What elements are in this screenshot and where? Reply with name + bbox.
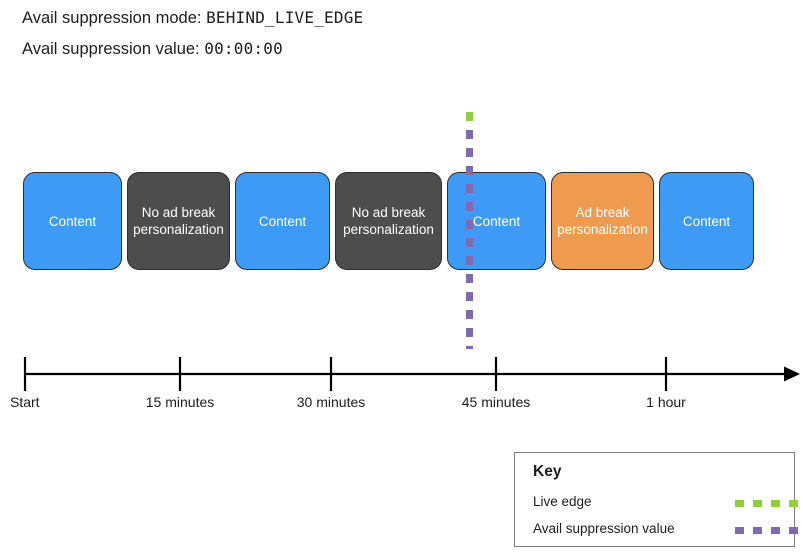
avail-suppression-value-label: Avail suppression value: [22,40,200,58]
key-item-live-edge: Live edge [533,494,803,512]
timeline-block-label: Content [472,213,521,229]
key-item-avail-suppression: Avail suppression value [533,521,803,539]
timeline-block-label: Ad break personalization [557,205,648,237]
timeline-block-label: Content [258,213,307,229]
axis-tick-label: 45 minutes [461,394,531,410]
axis-arrow-icon [784,366,800,382]
key-legend-box: Key Live edge Avail suppression value [514,452,803,547]
key-item-live-edge-label: Live edge [533,494,592,509]
timeline-block-label: Content [682,213,731,229]
key-swatch-live-edge-icon [735,500,803,507]
timeline-block-adbreak: Ad break personalization [551,172,654,270]
timeline-block-content: Content [447,172,546,270]
key-title: Key [533,463,562,480]
axis-tick-label: 30 minutes [296,394,366,410]
key-item-avail-suppression-label: Avail suppression value [533,521,675,536]
timeline-block-label: No ad break personalization [343,205,434,237]
key-swatch-avail-suppression-icon [735,527,803,534]
timeline-block-noad: No ad break personalization [335,172,442,270]
timeline-block-noad: No ad break personalization [127,172,230,270]
timeline-block-label: Content [48,213,97,229]
avail-suppression-marker-line [466,130,473,349]
timeline-block-content: Content [235,172,330,270]
avail-suppression-mode-line: Avail suppression mode: BEHIND_LIVE_EDGE [22,8,363,28]
avail-suppression-mode-value: BEHIND_LIVE_EDGE [206,8,364,27]
avail-suppression-value-value: 00:00:00 [204,39,283,58]
timeline-block-row: Content No ad break personalization Conten… [23,172,754,270]
timeline-block-label: No ad break personalization [133,205,224,237]
avail-suppression-value-line: Avail suppression value: 00:00:00 [22,39,283,59]
timeline-block-content: Content [23,172,122,270]
axis-tick-label: 15 minutes [145,394,215,410]
avail-suppression-mode-label: Avail suppression mode: [22,9,202,27]
timeline-block-content: Content [659,172,754,270]
axis-tick-label: 1 hour [646,394,686,410]
axis-tick-label: Start [10,394,40,410]
